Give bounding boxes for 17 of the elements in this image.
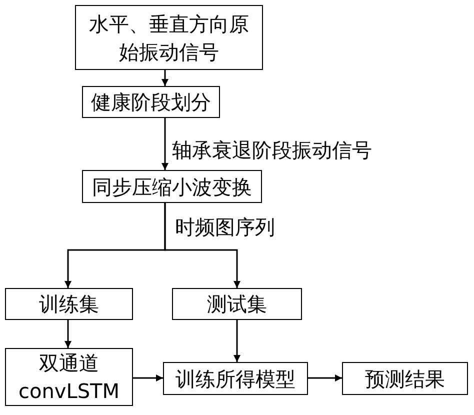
process-box: 预测结果 <box>342 362 468 395</box>
arrow <box>234 320 240 362</box>
process-box: 同步压缩小波变换 <box>82 170 262 203</box>
arrow <box>164 203 240 288</box>
process-box: 健康阶段划分 <box>82 86 220 118</box>
process-box: 训练集 <box>5 288 133 320</box>
process-box: 训练所得模型 <box>163 362 308 395</box>
edge-label: 轴承衰退阶段振动信号 <box>172 138 372 162</box>
arrow <box>133 374 163 382</box>
process-box: 测试集 <box>172 288 302 320</box>
arrow <box>162 118 168 170</box>
process-box: 水平、垂直方向原始振动信号 <box>75 5 263 70</box>
arrow <box>162 70 168 86</box>
arrow <box>64 320 72 348</box>
process-box: 双通道convLSTM <box>5 348 133 406</box>
arrow <box>308 374 342 382</box>
edge-label: 时频图序列 <box>175 215 275 239</box>
